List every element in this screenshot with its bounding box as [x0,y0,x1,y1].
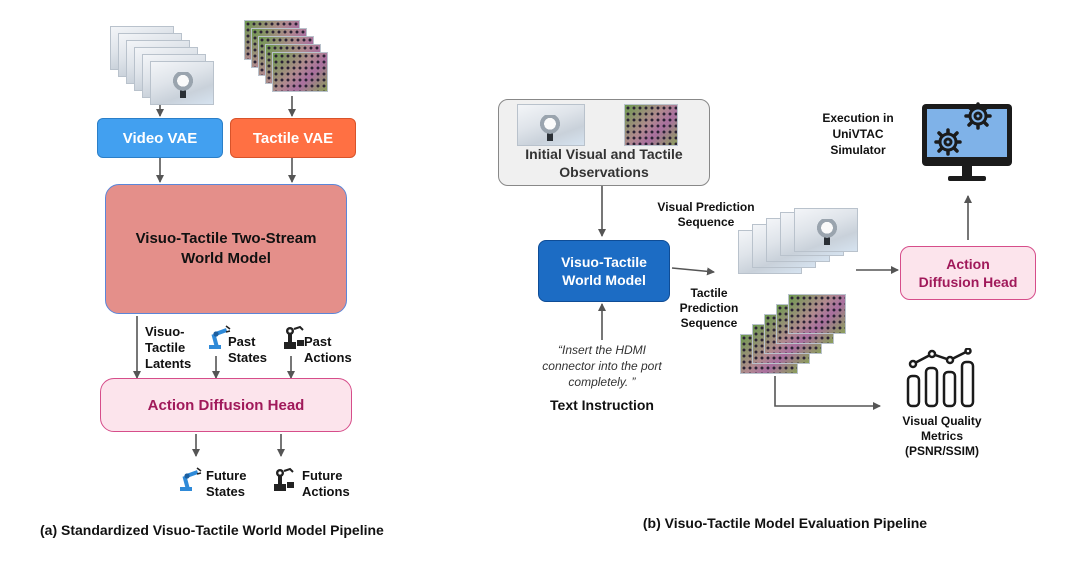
future-states-label: Future States [206,468,247,499]
visuo-tactile-world-model-box: Visuo-Tactile World Model [538,240,670,302]
arrow-model-to-predictions [671,267,715,276]
tactile-vae-box: Tactile VAE [230,118,356,158]
bar-chart-metrics-icon [906,348,975,408]
visual-prediction-frames [738,208,858,282]
video-frames-stack [110,26,220,105]
past-actions-label: Past Actions [304,334,352,365]
robot-arm-icon [209,325,231,349]
arrow-tactile-to-metrics [774,376,881,410]
observations-label: Initial Visual and Tactile Observations [525,146,683,180]
tactile-frame [272,52,328,92]
tactile-frames-stack [244,20,344,98]
tactile-prediction-label: Tactile Prediction Sequence [679,286,739,330]
two-stream-world-model-label: Visuo-Tactile Two-Stream World Model [135,230,317,267]
caption-b: (b) Visuo-Tactile Model Evaluation Pipel… [642,515,928,531]
caption-a: (a) Standardized Visuo-Tactile World Mod… [40,522,384,538]
observation-tactile-thumbnail [624,104,678,146]
video-vae-box: Video VAE [97,118,223,158]
tactile-prediction-frames [740,294,856,376]
video-frame [150,61,214,105]
text-instruction-label: Text Instruction [550,397,654,413]
tactile-frame [788,294,846,334]
action-diffusion-head-box-left: Action Diffusion Head [100,378,352,432]
robot-action-icon [284,325,304,349]
robot-action-icon [274,467,294,491]
latents-label: Visuo-Tactile Latents [145,324,192,371]
monitor-gears-icon [922,102,1012,181]
past-states-label: Past States [228,334,268,365]
simulator-label: Execution in UniVTAC Simulator [822,111,894,157]
robot-arm-icon [180,467,202,491]
text-instruction-quote: “Insert the HDMI connector into the port… [542,343,662,389]
metrics-label: Visual Quality Metrics (PSNR/SSIM) [902,414,982,458]
observation-video-thumbnail [517,104,585,146]
action-diffusion-head-box-right: Action Diffusion Head [900,246,1036,300]
two-stream-world-model-box: Visuo-Tactile Two-Stream World Model [105,184,347,314]
future-actions-label: Future Actions [302,468,350,499]
visual-prediction-label: Visual Prediction Sequence [657,200,755,229]
video-frame [794,208,858,252]
